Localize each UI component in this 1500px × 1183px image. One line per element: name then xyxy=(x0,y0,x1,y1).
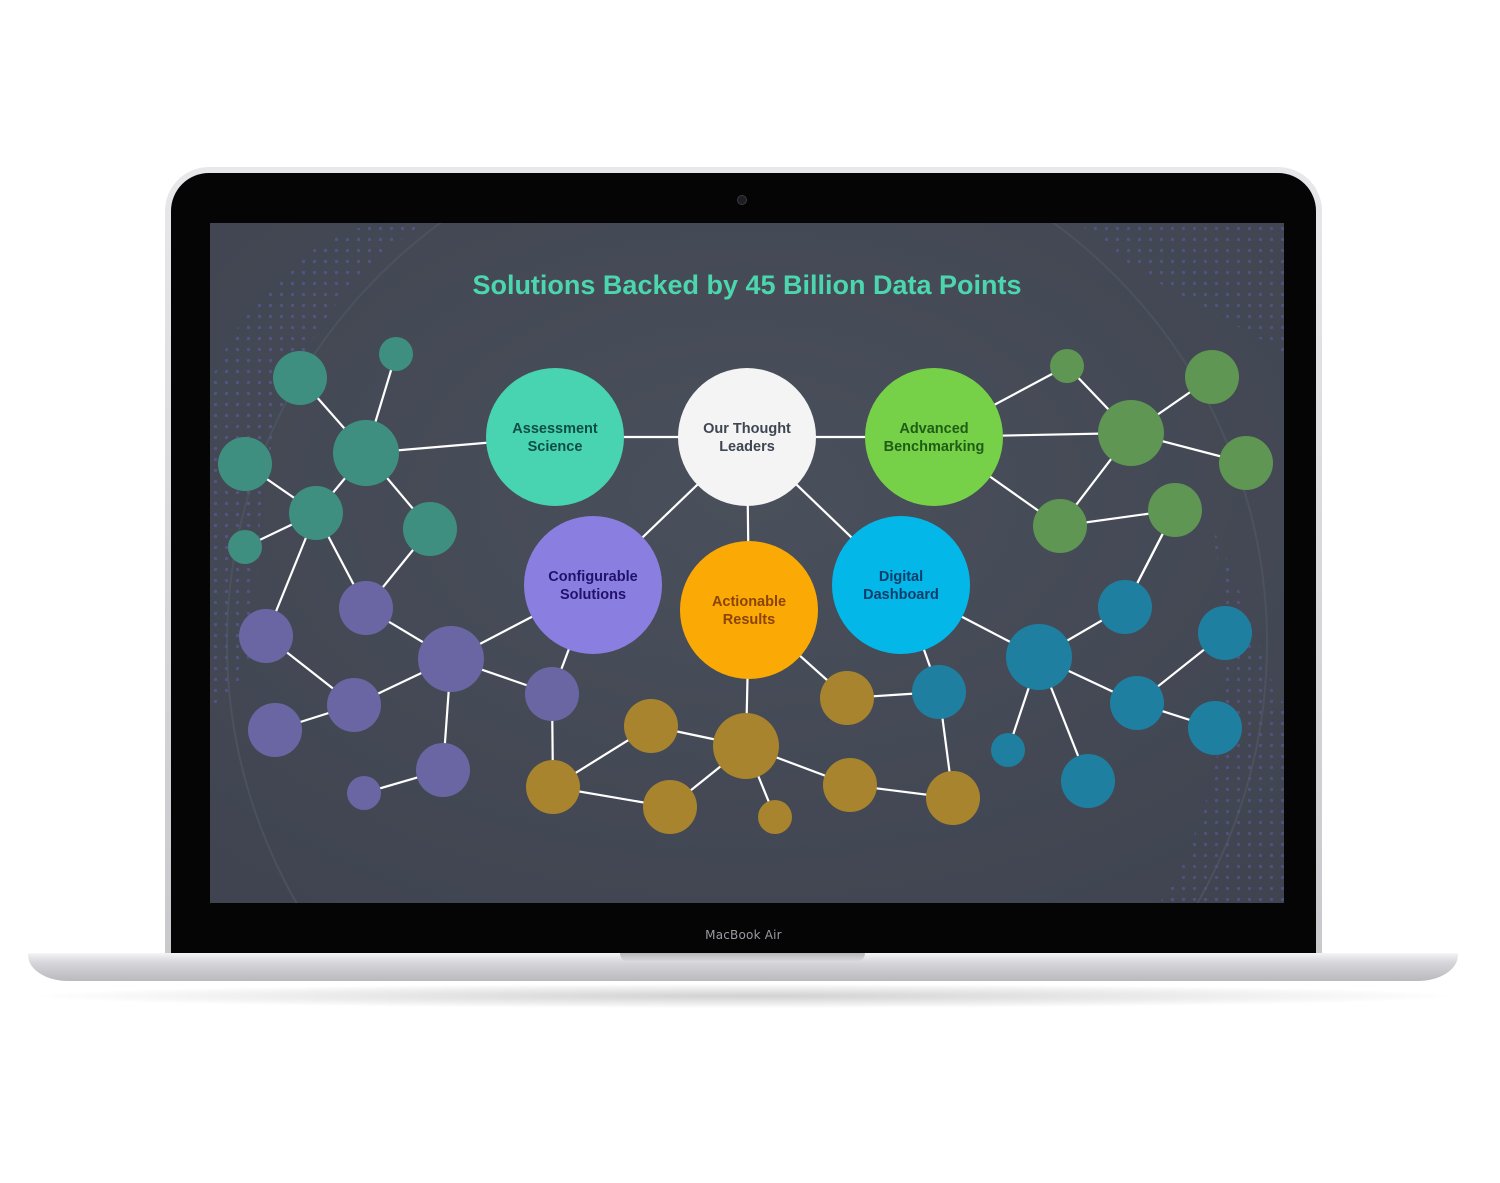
node-purple-p5 xyxy=(327,678,381,732)
node-gold-g5 xyxy=(643,780,697,834)
laptop-shadow xyxy=(40,984,1450,1008)
node-gold-g1 xyxy=(624,699,678,753)
node-blue-b6 xyxy=(1188,701,1242,755)
node-green-e4 xyxy=(1219,436,1273,490)
node-gold-g4 xyxy=(526,760,580,814)
node-blue-b1 xyxy=(1098,580,1152,634)
laptop-base-notch xyxy=(620,953,865,962)
node-blue-b2 xyxy=(1198,606,1252,660)
network-nodes xyxy=(218,337,1273,834)
hub-circle-configurable xyxy=(524,516,662,654)
camera-icon xyxy=(737,195,747,205)
slide-title: Solutions Backed by 45 Billion Data Poin… xyxy=(472,270,1021,300)
node-green-e5 xyxy=(1033,499,1087,553)
node-gold-g7 xyxy=(823,758,877,812)
node-blue-b7 xyxy=(991,733,1025,767)
hub-label-assessment-line2: Science xyxy=(528,439,583,455)
hub-circle-benchmarking xyxy=(865,368,1003,506)
node-teal-t5 xyxy=(289,486,343,540)
node-teal-t6 xyxy=(403,502,457,556)
node-blue-b4 xyxy=(912,665,966,719)
node-gold-g2 xyxy=(820,671,874,725)
node-teal-t7 xyxy=(228,530,262,564)
node-purple-p3 xyxy=(418,626,484,692)
node-gold-g3 xyxy=(713,713,779,779)
node-green-e6 xyxy=(1148,483,1202,537)
node-green-e3 xyxy=(1098,400,1164,466)
node-blue-b5 xyxy=(1110,676,1164,730)
node-green-e2 xyxy=(1185,350,1239,404)
hub-label-thought-line1: Our Thought xyxy=(703,421,791,437)
hub-label-dashboard-line2: Dashboard xyxy=(863,587,939,603)
hub-label-thought-line2: Leaders xyxy=(719,439,775,455)
hub-label-actionable-line1: Actionable xyxy=(712,594,786,610)
node-teal-t1 xyxy=(273,351,327,405)
node-green-e1 xyxy=(1050,349,1084,383)
hub-circle-thought xyxy=(678,368,816,506)
hub-circle-actionable xyxy=(680,541,818,679)
node-purple-p4 xyxy=(525,667,579,721)
hub-label-actionable-line2: Results xyxy=(723,612,775,628)
node-teal-t3 xyxy=(333,420,399,486)
hub-label-benchmarking-line2: Benchmarking xyxy=(884,439,985,455)
hub-label-assessment-line1: Assessment xyxy=(512,421,598,437)
hub-circle-dashboard xyxy=(832,516,970,654)
hub-label-configurable-line2: Solutions xyxy=(560,587,626,603)
node-purple-p6 xyxy=(248,703,302,757)
node-gold-g6 xyxy=(758,800,792,834)
decorative-dot-arcs xyxy=(210,223,1284,903)
node-purple-p1 xyxy=(339,581,393,635)
node-teal-t4 xyxy=(218,437,272,491)
node-purple-p7 xyxy=(416,743,470,797)
slide-screen: Solutions Backed by 45 Billion Data Poin… xyxy=(210,223,1284,903)
node-purple-p2 xyxy=(239,609,293,663)
hub-label-configurable-line1: Configurable xyxy=(548,569,637,585)
node-gold-g8 xyxy=(926,771,980,825)
hub-label-dashboard-line1: Digital xyxy=(879,569,923,585)
hub-label-benchmarking-line1: Advanced xyxy=(899,421,968,437)
network-diagram: Solutions Backed by 45 Billion Data Poin… xyxy=(210,223,1284,903)
node-teal-t2 xyxy=(379,337,413,371)
node-purple-p8 xyxy=(347,776,381,810)
node-blue-b8 xyxy=(1061,754,1115,808)
hub-circle-assessment xyxy=(486,368,624,506)
node-blue-b3 xyxy=(1006,624,1072,690)
device-brand-label: MacBook Air xyxy=(705,928,782,942)
